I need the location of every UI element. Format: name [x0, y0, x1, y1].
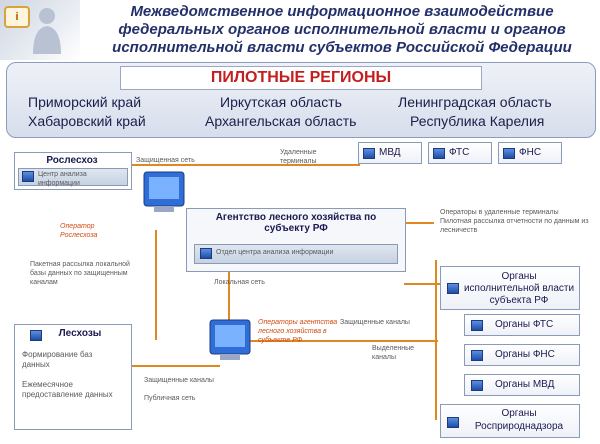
computer-icon: [471, 350, 483, 361]
right-org-rospriroda-label: Органы Росприроднадзора: [474, 408, 564, 432]
computer-icon: [447, 283, 459, 294]
public-net-label: Публичная сеть: [144, 395, 196, 402]
right-org-rospriroda-box[interactable]: Органы Росприроднадзора: [440, 404, 580, 438]
fed-org-fts-label: ФТС: [449, 147, 470, 158]
person-silhouette-icon: [33, 8, 61, 54]
agency-title: Агентство лесного хозяйства по субъекту …: [215, 212, 377, 234]
computer-icon: [447, 417, 459, 428]
dedicated-channels-label: Выделенные каналы: [372, 345, 415, 361]
server-icon: [143, 171, 185, 212]
right-org-mvd-box[interactable]: Органы МВД: [464, 374, 580, 396]
computer-icon: [22, 171, 34, 182]
connector-line: [130, 164, 358, 166]
operator-agency-label: Операторы агентства лесного хозяйства в …: [258, 319, 338, 344]
region-karelia: Республика Карелия: [410, 113, 545, 129]
computer-icon: [200, 248, 212, 259]
fed-org-fns-label: ФНС: [519, 147, 542, 158]
leskhozy-line-1: Формирование баз данных: [22, 350, 93, 369]
remote-requests-label: Операторы в удаленные терминалы Пилотная…: [440, 209, 589, 234]
right-org-fns-label: Органы ФНС: [495, 349, 555, 360]
connector-line: [435, 260, 437, 420]
computer-icon: [363, 148, 375, 159]
db-transfer-label: Пакетная рассылка локальной базы данных …: [30, 261, 130, 286]
operator-ros-label: Оператор Рослесхоза: [60, 223, 98, 239]
connector-line: [228, 270, 230, 320]
rosleshoz-sub-label: Центр анализа информации: [38, 171, 87, 187]
connector-line: [130, 365, 220, 367]
header-title-line-3: исполнительной власти субъектов Российск…: [112, 39, 572, 56]
header: [0, 0, 600, 60]
connector-line: [250, 340, 438, 342]
computer-icon: [471, 380, 483, 391]
computer-icon: [433, 148, 445, 159]
right-org-exec-box[interactable]: Органы исполнительной власти субъекта РФ: [440, 266, 580, 310]
region-primorsky: Приморский край: [28, 94, 142, 110]
leskhozy-title: Лесхозы: [58, 328, 102, 339]
connector-line: [404, 283, 440, 285]
rosleshoz-subbox: [18, 168, 128, 186]
right-org-exec-label: Органы исполнительной власти субъекта РФ: [463, 271, 575, 306]
right-org-fts-box[interactable]: Органы ФТС: [464, 314, 580, 336]
region-irkutsk: Иркутская область: [220, 94, 342, 110]
secure-net-label: Защищенная сеть: [136, 157, 195, 164]
right-org-fns-box[interactable]: Органы ФНС: [464, 344, 580, 366]
secure-channels-label: Защищенные каналы: [340, 319, 410, 326]
agency-subbox: [194, 244, 398, 264]
remote-terminals-label: Удаленные терминалы: [280, 149, 317, 165]
region-khabarovsk: Хабаровский край: [28, 113, 146, 129]
right-org-mvd-label: Органы МВД: [495, 379, 555, 390]
fed-org-fns-box[interactable]: ФНС: [498, 142, 562, 164]
server-icon: [209, 319, 251, 360]
fed-org-mvd-label: МВД: [379, 147, 401, 158]
region-leningrad: Ленинградская область: [398, 94, 552, 110]
leskhozy-line-2: Ежемесячное предоставление данных: [22, 380, 113, 399]
rosleshoz-title: Рослесхоз: [46, 155, 98, 166]
secure-channels-bottom-label: Защищенные каналы: [144, 377, 214, 384]
header-title-line-1: Межведомственное информационное взаимоде…: [130, 3, 554, 20]
header-title-line-2: федеральных органов исполнительной власт…: [118, 21, 566, 38]
local-net-label: Локальная сеть: [214, 279, 265, 286]
agency-sub-label: Отдел центра анализа информации: [216, 249, 334, 256]
region-arkhangelsk: Архангельская область: [205, 113, 357, 129]
computer-icon: [503, 148, 515, 159]
fed-org-fts-box[interactable]: ФТС: [428, 142, 492, 164]
pilot-regions-title: ПИЛОТНЫЕ РЕГИОНЫ: [120, 66, 482, 90]
computer-icon: [30, 330, 42, 341]
connector-line: [155, 230, 157, 340]
computer-icon: [471, 320, 483, 331]
right-org-fts-label: Органы ФТС: [495, 319, 554, 330]
leskhozy-box: [14, 324, 132, 430]
info-logo-icon: i: [4, 6, 30, 28]
fed-org-mvd-box[interactable]: МВД: [358, 142, 422, 164]
